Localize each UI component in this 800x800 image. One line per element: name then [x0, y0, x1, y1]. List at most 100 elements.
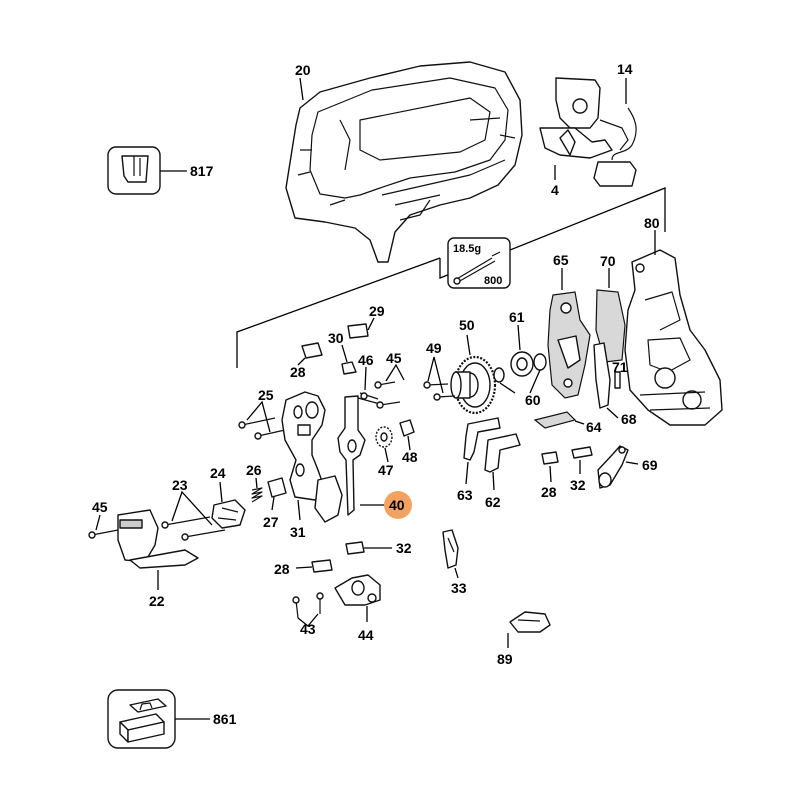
callout-80[interactable]: 80 [644, 215, 660, 231]
callout-817[interactable]: 817 [190, 163, 214, 179]
callout-28-c[interactable]: 28 [274, 561, 290, 577]
bearing-part-61[interactable] [510, 351, 547, 377]
callout-63[interactable]: 63 [457, 487, 473, 503]
callout-62[interactable]: 62 [485, 494, 501, 510]
spring-part-26[interactable] [251, 487, 263, 503]
leader-line [341, 344, 348, 363]
base-shoe-part-22[interactable] [117, 509, 199, 569]
callout-800[interactable]: 800 [484, 275, 502, 287]
callout-32-b[interactable]: 32 [396, 540, 412, 556]
screws-part-49[interactable] [423, 381, 456, 401]
washer-part-48[interactable] [399, 419, 415, 437]
callout-70[interactable]: 70 [600, 253, 616, 269]
callout-861[interactable]: 861 [213, 711, 237, 727]
grease-weight: 18.5g [453, 243, 481, 255]
callout-69[interactable]: 69 [642, 457, 658, 473]
leader-line [454, 567, 459, 579]
callout-24[interactable]: 24 [210, 465, 226, 481]
gearbox-housing-part-80[interactable] [624, 249, 723, 426]
block-part-28[interactable] [301, 342, 323, 359]
callout-48[interactable]: 48 [402, 449, 418, 465]
guide-part-24[interactable] [211, 499, 246, 529]
callout-45-a[interactable]: 45 [386, 350, 402, 366]
callout-20[interactable]: 20 [295, 62, 311, 78]
leader-line [574, 420, 585, 425]
leader-line [529, 369, 541, 394]
callout-27[interactable]: 27 [263, 514, 279, 530]
callout-44[interactable]: 44 [358, 627, 374, 643]
nut-part-47[interactable] [375, 426, 393, 448]
lever-part-40b[interactable] [314, 475, 343, 523]
callout-28-a[interactable]: 28 [290, 364, 306, 380]
callout-30[interactable]: 30 [328, 330, 344, 346]
callout-32-a[interactable]: 32 [570, 477, 586, 493]
callout-46[interactable]: 46 [358, 352, 374, 368]
housing-part-20[interactable] [285, 61, 523, 263]
callout-25[interactable]: 25 [258, 387, 274, 403]
block-part-28-c[interactable] [311, 559, 333, 573]
spring-clip-part-62[interactable] [484, 433, 521, 473]
callout-45-b[interactable]: 45 [92, 499, 108, 515]
callout-40-highlight [384, 491, 412, 519]
leader-line [517, 324, 521, 351]
bracket-part-33[interactable] [442, 529, 459, 569]
label-kit-icon [121, 155, 149, 183]
screws-part-46[interactable] [357, 392, 381, 405]
bar-part-64[interactable] [533, 411, 577, 429]
switch-part-4[interactable] [539, 77, 629, 159]
callout-89[interactable]: 89 [497, 651, 513, 667]
callout-71[interactable]: 71 [612, 359, 628, 375]
assembly-bracket [439, 187, 666, 279]
callout-33[interactable]: 33 [451, 580, 467, 596]
callout-50[interactable]: 50 [459, 317, 475, 333]
callout-43[interactable]: 43 [300, 621, 316, 637]
callout-47[interactable]: 47 [378, 462, 394, 478]
callout-60[interactable]: 60 [525, 392, 541, 408]
screws-part-25[interactable] [238, 417, 286, 440]
block-part-30[interactable] [341, 361, 357, 375]
leader-line [364, 366, 367, 391]
pins-part-23[interactable] [161, 516, 226, 541]
callout-49[interactable]: 49 [426, 340, 442, 356]
callout-65[interactable]: 65 [553, 252, 569, 268]
screws-part-43[interactable] [292, 592, 324, 619]
plate-part-89[interactable] [509, 611, 551, 633]
callout-22[interactable]: 22 [149, 593, 165, 609]
block-part-29[interactable] [347, 323, 369, 339]
grease-tube-icon [453, 251, 501, 285]
block-part-32-b[interactable] [345, 541, 365, 555]
screw-part-45[interactable] [91, 529, 119, 536]
leader-line [299, 77, 304, 101]
leader-line [297, 613, 319, 627]
callout-31[interactable]: 31 [290, 524, 306, 540]
gear-part-50[interactable] [450, 355, 497, 415]
plate-part-65[interactable] [547, 291, 591, 399]
block-part-27[interactable] [267, 477, 287, 498]
block-part-32[interactable] [571, 446, 593, 459]
battery-pack-part-14[interactable] [593, 107, 637, 187]
callout-40[interactable]: 40 [389, 497, 405, 513]
callout-64[interactable]: 64 [586, 419, 602, 435]
roller-bracket-part-44[interactable] [334, 574, 381, 606]
screws-part-45[interactable] [374, 381, 401, 409]
shuttle-frame-part-31[interactable] [281, 391, 326, 501]
callout-28-b[interactable]: 28 [541, 484, 557, 500]
plunger-part-40[interactable] [337, 395, 366, 516]
assembly-bracket [236, 257, 441, 368]
roller-arm-part-69[interactable] [597, 445, 629, 489]
callout-4[interactable]: 4 [551, 182, 559, 198]
callout-14[interactable]: 14 [617, 61, 633, 77]
washer-part-60[interactable] [493, 367, 505, 383]
spring-clip-part-63[interactable] [463, 417, 501, 461]
strip-part-68[interactable] [593, 342, 611, 409]
pin-part-71[interactable] [614, 371, 621, 389]
callout-29[interactable]: 29 [369, 303, 385, 319]
block-part-28-b[interactable] [541, 451, 559, 465]
carry-case-icon [119, 698, 167, 743]
callout-23[interactable]: 23 [172, 477, 188, 493]
callout-68[interactable]: 68 [621, 411, 637, 427]
leader-line [171, 490, 213, 526]
callout-61[interactable]: 61 [509, 309, 525, 325]
callout-26[interactable]: 26 [246, 462, 262, 478]
